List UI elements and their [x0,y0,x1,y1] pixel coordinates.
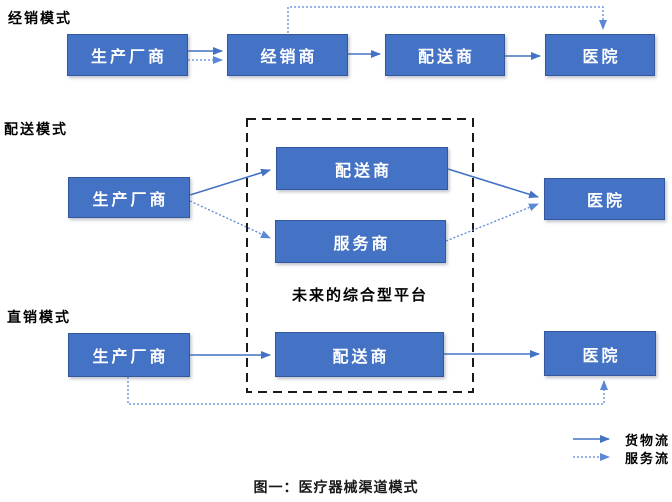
box-manufacturer-delivery: 生产厂商 [68,177,190,218]
service-flow-arrow-dealer-to-hospital [287,6,607,33]
mode-label-distribution: 经销模式 [8,10,72,26]
service-flow-arrow-manufacturer-to-hospital-direct [127,377,608,405]
mode-label-direct: 直销模式 [7,309,71,325]
box-distributor-distribution: 配送商 [385,34,505,76]
box-service-provider-delivery: 服务商 [275,220,446,263]
legend-solid-arrow-icon [573,435,610,443]
mode-label-delivery: 配送模式 [4,121,68,137]
service-flow-arrow-manufacturer-to-service-provider [189,200,271,239]
legend-service-flow-label: 服务流 [625,450,671,466]
future-platform-label: 未来的综合型平台 [291,287,428,304]
legend-row-goods-flow: 货物流 [571,430,670,448]
service-flow-arrow-service-provider-to-hospital [445,203,539,242]
goods-flow-arrow-manufacturer-to-distributor [189,168,271,196]
box-hospital-distribution: 医院 [545,34,655,76]
legend: 货物流 服务流 [571,430,670,466]
box-distributor-direct: 配送商 [275,332,444,377]
goods-flow-arrow-distributor-to-hospital-mid [447,168,539,199]
figure-caption: 图一：医疗器械渠道模式 [253,479,419,495]
legend-row-service-flow: 服务流 [571,448,670,466]
box-dealer-distribution: 经销商 [227,34,348,76]
box-manufacturer-distribution: 生产厂商 [67,34,188,76]
box-hospital-delivery: 医院 [544,178,665,220]
box-manufacturer-direct: 生产厂商 [68,333,190,377]
future-platform-frame [246,118,474,393]
legend-goods-flow-label: 货物流 [625,432,671,448]
box-distributor-delivery: 配送商 [276,147,448,190]
box-hospital-direct: 医院 [544,331,656,376]
legend-dotted-arrow-icon [573,453,610,461]
